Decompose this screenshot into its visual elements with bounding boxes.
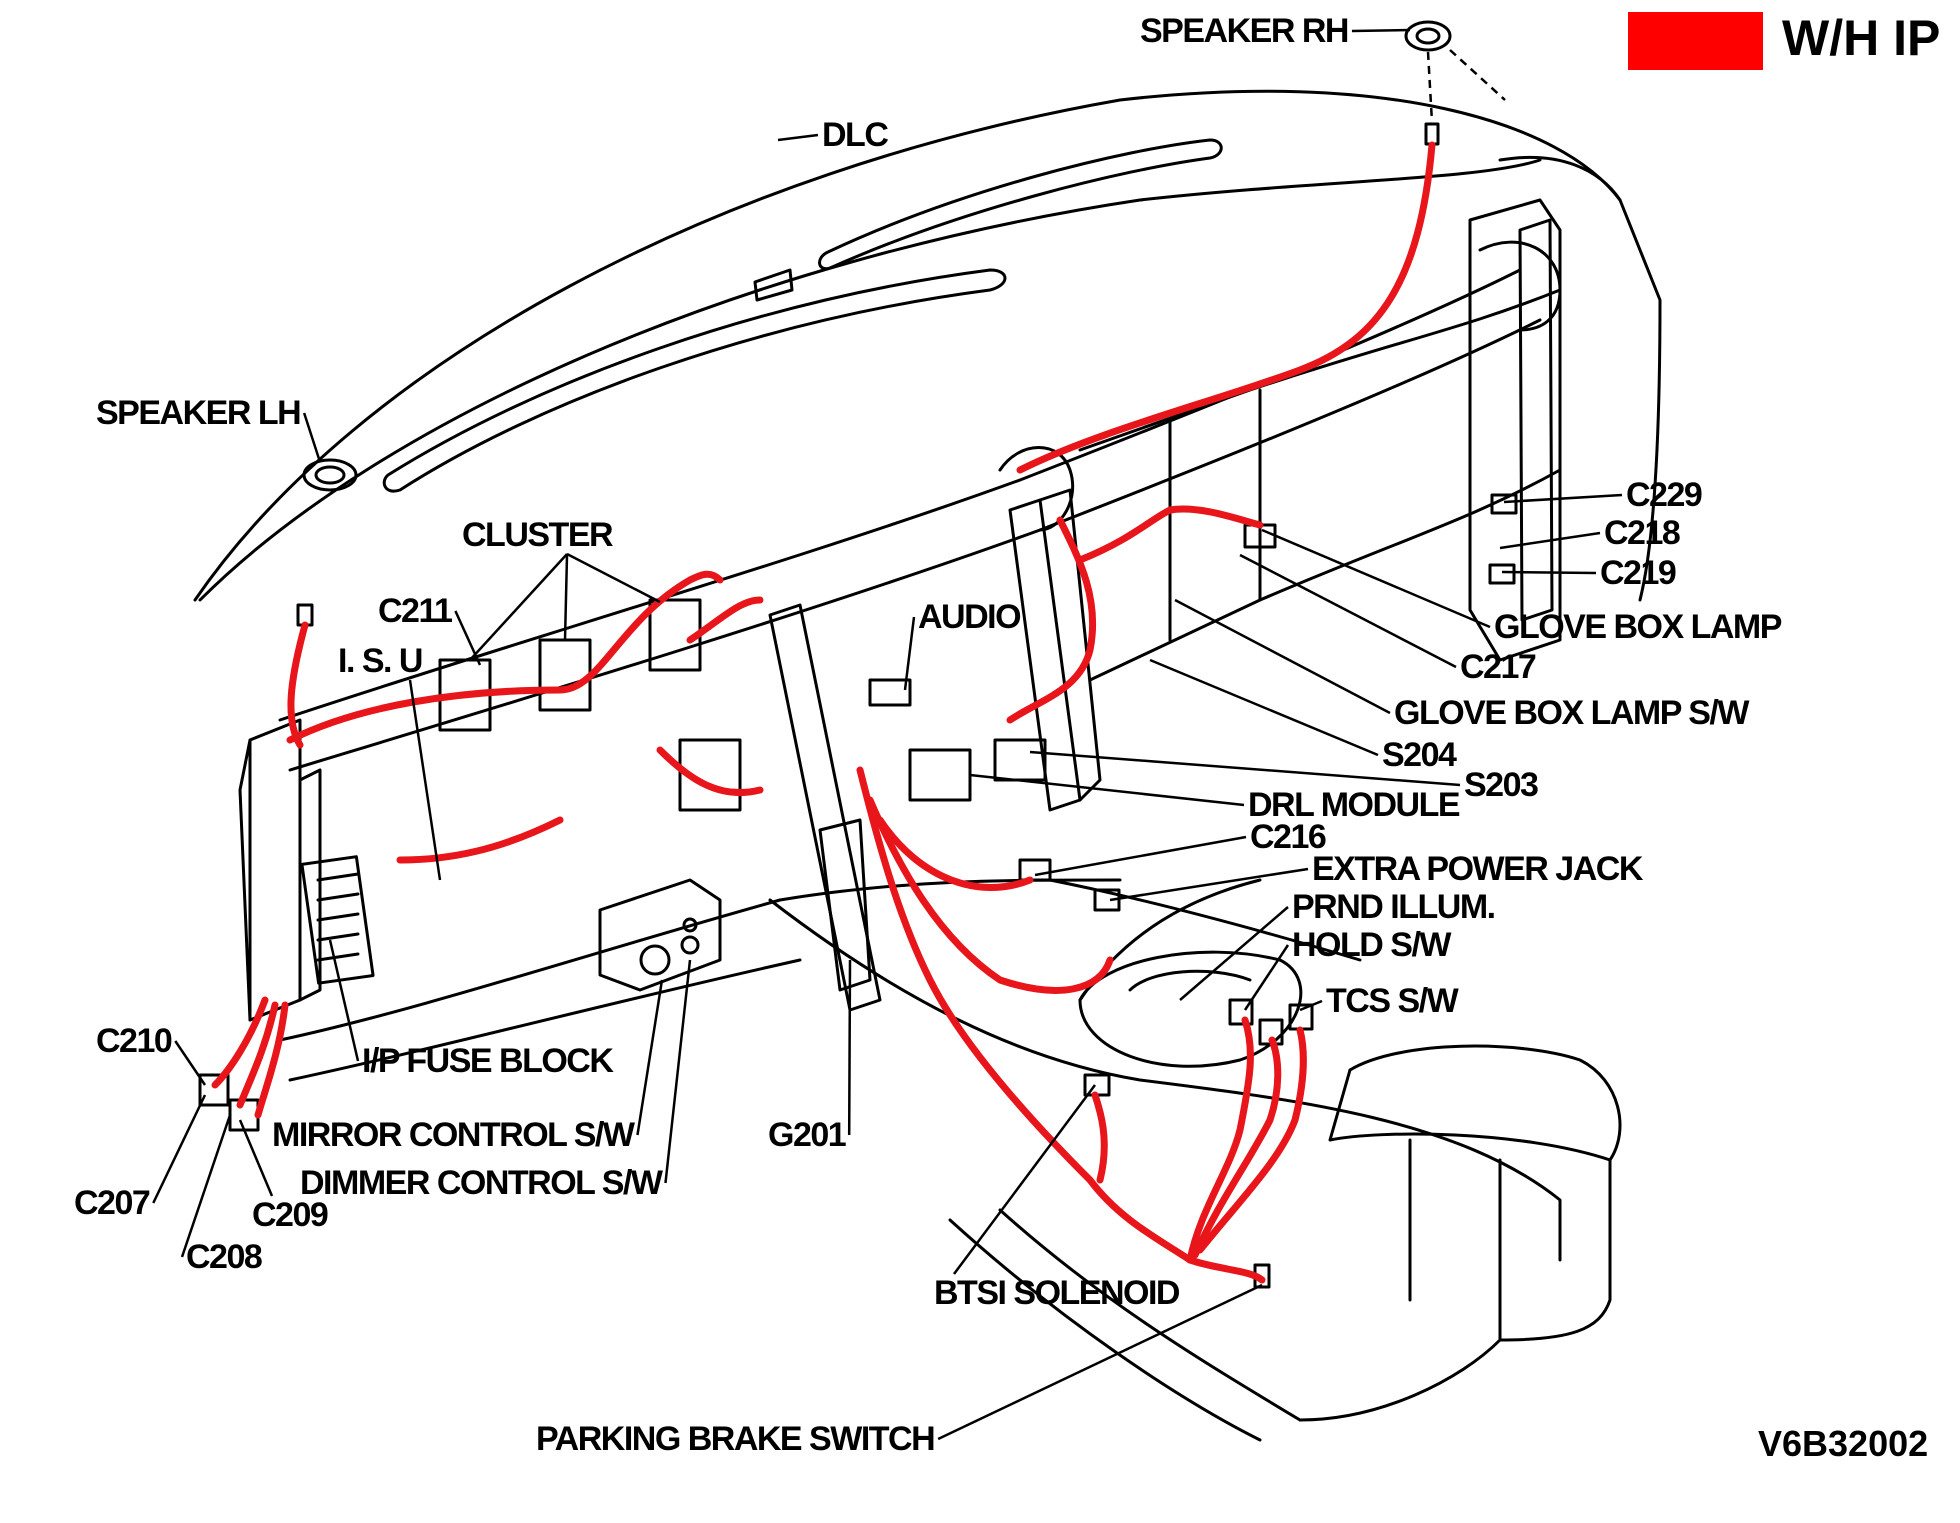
label-cluster: CLUSTER — [462, 516, 614, 554]
label-tcs-sw: TCS S/W — [1326, 982, 1459, 1020]
label-c216: C216 — [1250, 818, 1327, 856]
leader-line — [454, 610, 482, 666]
legend-swatch — [1628, 12, 1763, 70]
leader-line — [302, 412, 322, 463]
label-c211: C211 — [378, 592, 453, 630]
speaker-rh-dashed-link — [1426, 51, 1434, 123]
leader-line — [903, 616, 916, 691]
label-speaker-rh: SPEAKER RH — [1140, 12, 1349, 50]
label-ip-fuse-block: I/P FUSE BLOCK — [362, 1042, 614, 1080]
leader-line — [952, 1084, 1097, 1275]
leader-line — [1501, 570, 1597, 575]
label-c208: C208 — [186, 1238, 263, 1276]
leader-line — [1261, 528, 1491, 629]
leader-line — [152, 1094, 207, 1204]
leader-line — [1499, 531, 1601, 550]
label-glove-box-lamp: GLOVE BOX LAMP — [1494, 608, 1782, 646]
leader-line — [1034, 835, 1247, 877]
label-c210: C210 — [96, 1022, 173, 1060]
label-g201: G201 — [768, 1116, 847, 1154]
panel-outline — [193, 20, 1662, 1442]
leader-line — [328, 939, 360, 1062]
label-extra-power-jack: EXTRA POWER JACK — [1312, 850, 1643, 888]
label-parking-brake-switch: PARKING BRAKE SWITCH — [536, 1420, 936, 1458]
leader-line — [1503, 493, 1623, 504]
leader-line — [1243, 944, 1290, 1011]
speaker-rh-dashed-link — [1449, 49, 1506, 101]
leader-line — [563, 553, 569, 641]
leader-line — [469, 553, 568, 661]
label-hold-sw: HOLD S/W — [1292, 926, 1451, 964]
leader-line — [1351, 28, 1411, 33]
leader-line — [1109, 867, 1309, 902]
leader-line — [1299, 999, 1323, 1012]
label-isu: I. S. U — [338, 642, 423, 680]
label-c229: C229 — [1626, 476, 1703, 514]
label-c218: C218 — [1604, 514, 1681, 552]
label-dimmer-control-sw: DIMMER CONTROL S/W — [300, 1164, 663, 1202]
leader-line — [566, 552, 661, 604]
leader-line — [180, 1114, 232, 1258]
leader-line — [664, 959, 692, 1184]
label-dlc: DLC — [822, 116, 889, 154]
leader-line — [1029, 750, 1461, 787]
label-c217: C217 — [1460, 648, 1537, 686]
label-btsi-solenoid: BTSI SOLENOID — [934, 1274, 1180, 1312]
leader-line — [937, 1283, 1263, 1441]
diagram-code: V6B32002 — [1758, 1423, 1929, 1464]
label-glove-box-lamp-sw: GLOVE BOX LAMP S/W — [1394, 694, 1749, 732]
leader-line — [408, 679, 442, 881]
label-c207: C207 — [74, 1184, 151, 1222]
leader-line — [1174, 598, 1391, 715]
leader-line — [969, 773, 1245, 807]
label-c209: C209 — [252, 1196, 329, 1234]
label-prnd-illum: PRND ILLUM. — [1292, 888, 1496, 926]
leader-line — [238, 1119, 274, 1197]
harness-wires — [211, 141, 1436, 1284]
leader-line — [1149, 658, 1379, 757]
label-s204: S204 — [1382, 736, 1457, 774]
legend-label: W/H IP — [1782, 10, 1941, 66]
leader-line — [636, 979, 664, 1136]
label-mirror-control-sw: MIRROR CONTROL S/W — [272, 1116, 635, 1154]
leader-line — [1239, 553, 1457, 669]
leader-line — [1179, 906, 1289, 1001]
leader-line — [847, 959, 852, 1136]
label-drl-module: DRL MODULE — [1248, 786, 1461, 824]
leader-line — [777, 133, 819, 142]
label-speaker-lh: SPEAKER LH — [96, 394, 302, 432]
label-c219: C219 — [1600, 554, 1677, 592]
leader-line — [174, 1040, 207, 1086]
label-audio: AUDIO — [918, 598, 1022, 636]
label-s203: S203 — [1464, 766, 1539, 804]
